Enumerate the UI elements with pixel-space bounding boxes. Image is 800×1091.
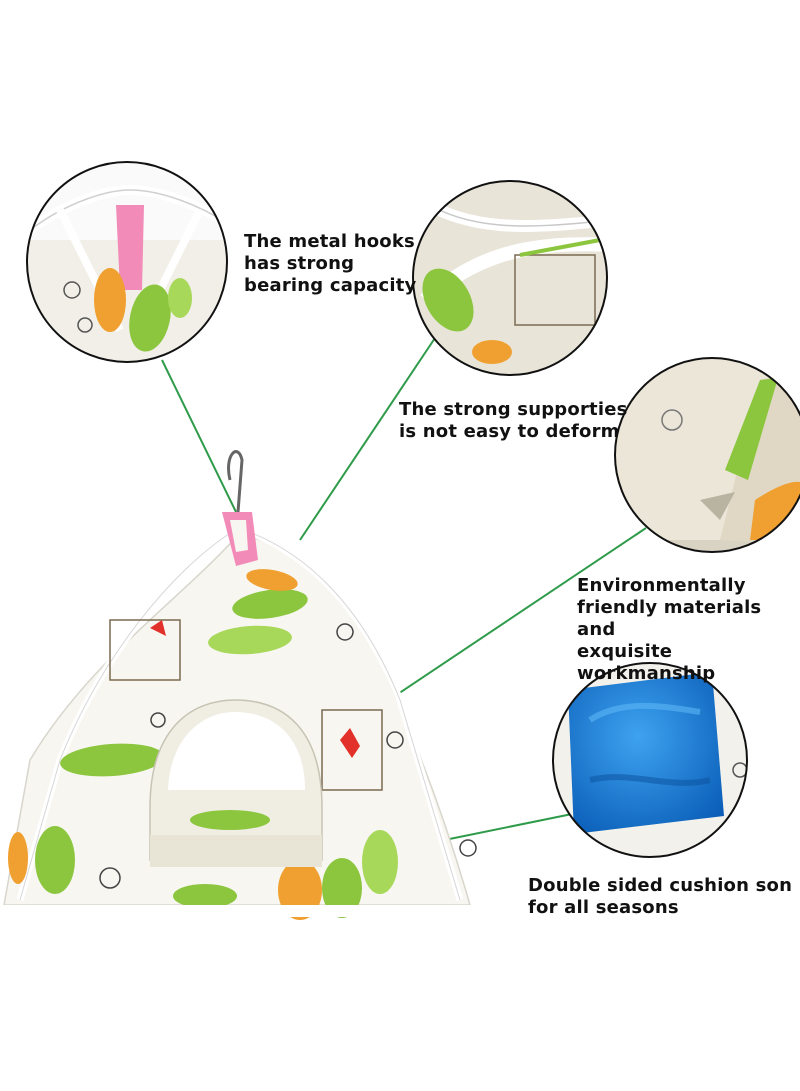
support-closeup-image [412,180,608,376]
cushion-closeup-image [552,662,748,858]
hook-closeup-image [26,161,228,363]
callout-strong-supports: The strong supporties is not easy to def… [399,399,628,442]
callout-cushion: Double sided cushion son for all seasons [528,875,793,918]
tent-image [0,450,480,920]
callout-materials: Environmentally friendly materials and e… [577,575,762,684]
callout-metal-hooks: The metal hooks has strong bearing capac… [244,231,417,296]
fabric-closeup-image [614,357,800,553]
